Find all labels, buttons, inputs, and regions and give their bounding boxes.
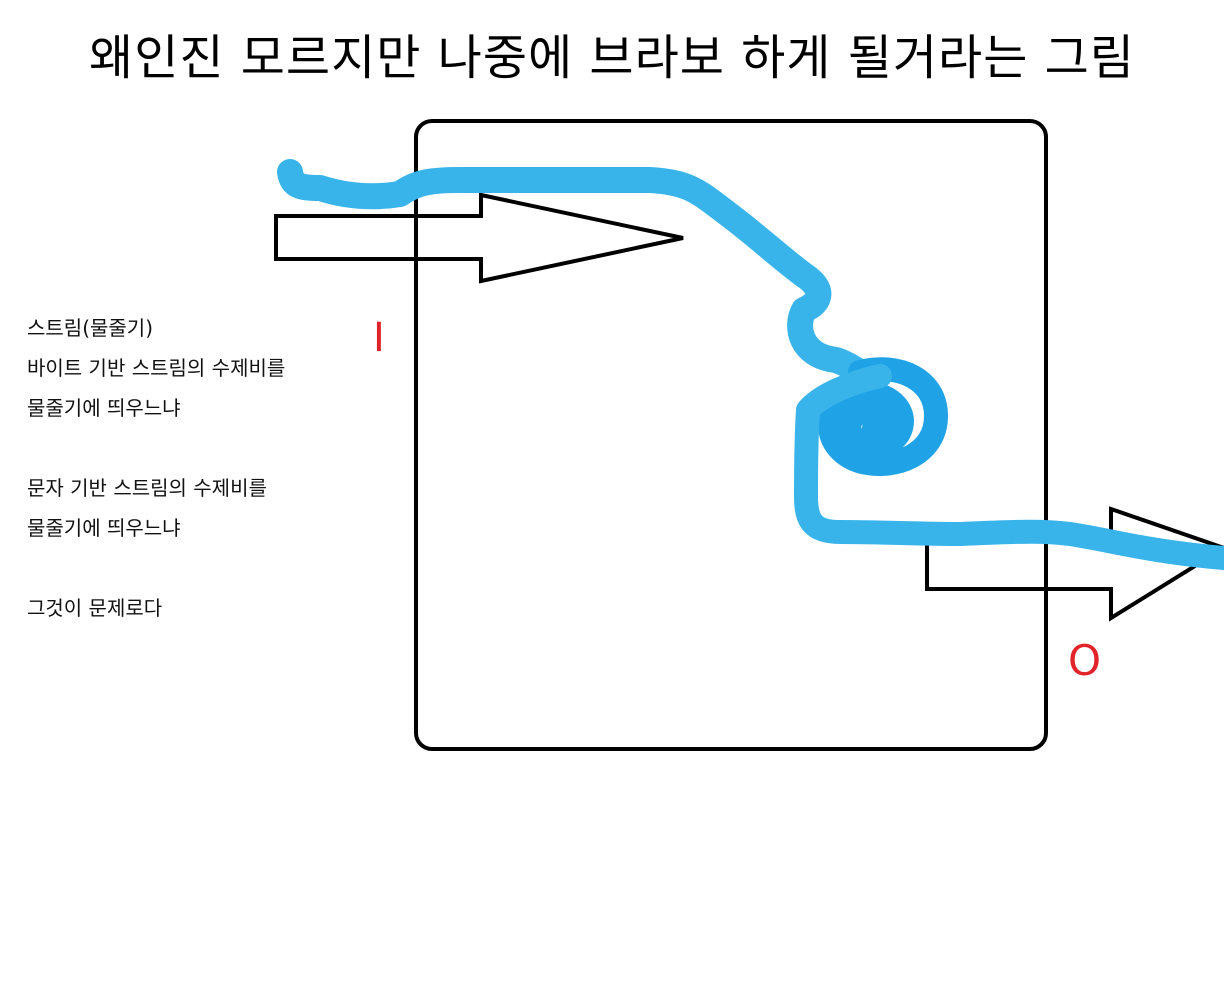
note-line-char-float: 물줄기에 띄우느냐 bbox=[27, 516, 181, 540]
note-line-byte-stream: 바이트 기반 스트림의 수제비를 bbox=[27, 356, 286, 380]
input-arrow bbox=[274, 192, 684, 284]
page-title: 왜인진 모르지만 나중에 브라보 하게 될거라는 그림 bbox=[89, 30, 1135, 86]
output-label: O bbox=[1068, 636, 1102, 685]
input-label: I bbox=[373, 315, 385, 361]
stream-outflow bbox=[794, 364, 1224, 570]
program-box bbox=[414, 119, 1048, 751]
note-line-byte-float: 물줄기에 띄우느냐 bbox=[27, 396, 181, 420]
stream-line bbox=[277, 159, 873, 385]
note-line-stream: 스트림(물줄기) bbox=[27, 316, 154, 340]
notes-block: 스트림(물줄기) 바이트 기반 스트림의 수제비를 물줄기에 띄우느냐 문자 기… bbox=[27, 312, 387, 632]
note-line-question: 그것이 문제로다 bbox=[27, 596, 163, 620]
note-line-char-stream: 문자 기반 스트림의 수제비를 bbox=[27, 476, 267, 500]
